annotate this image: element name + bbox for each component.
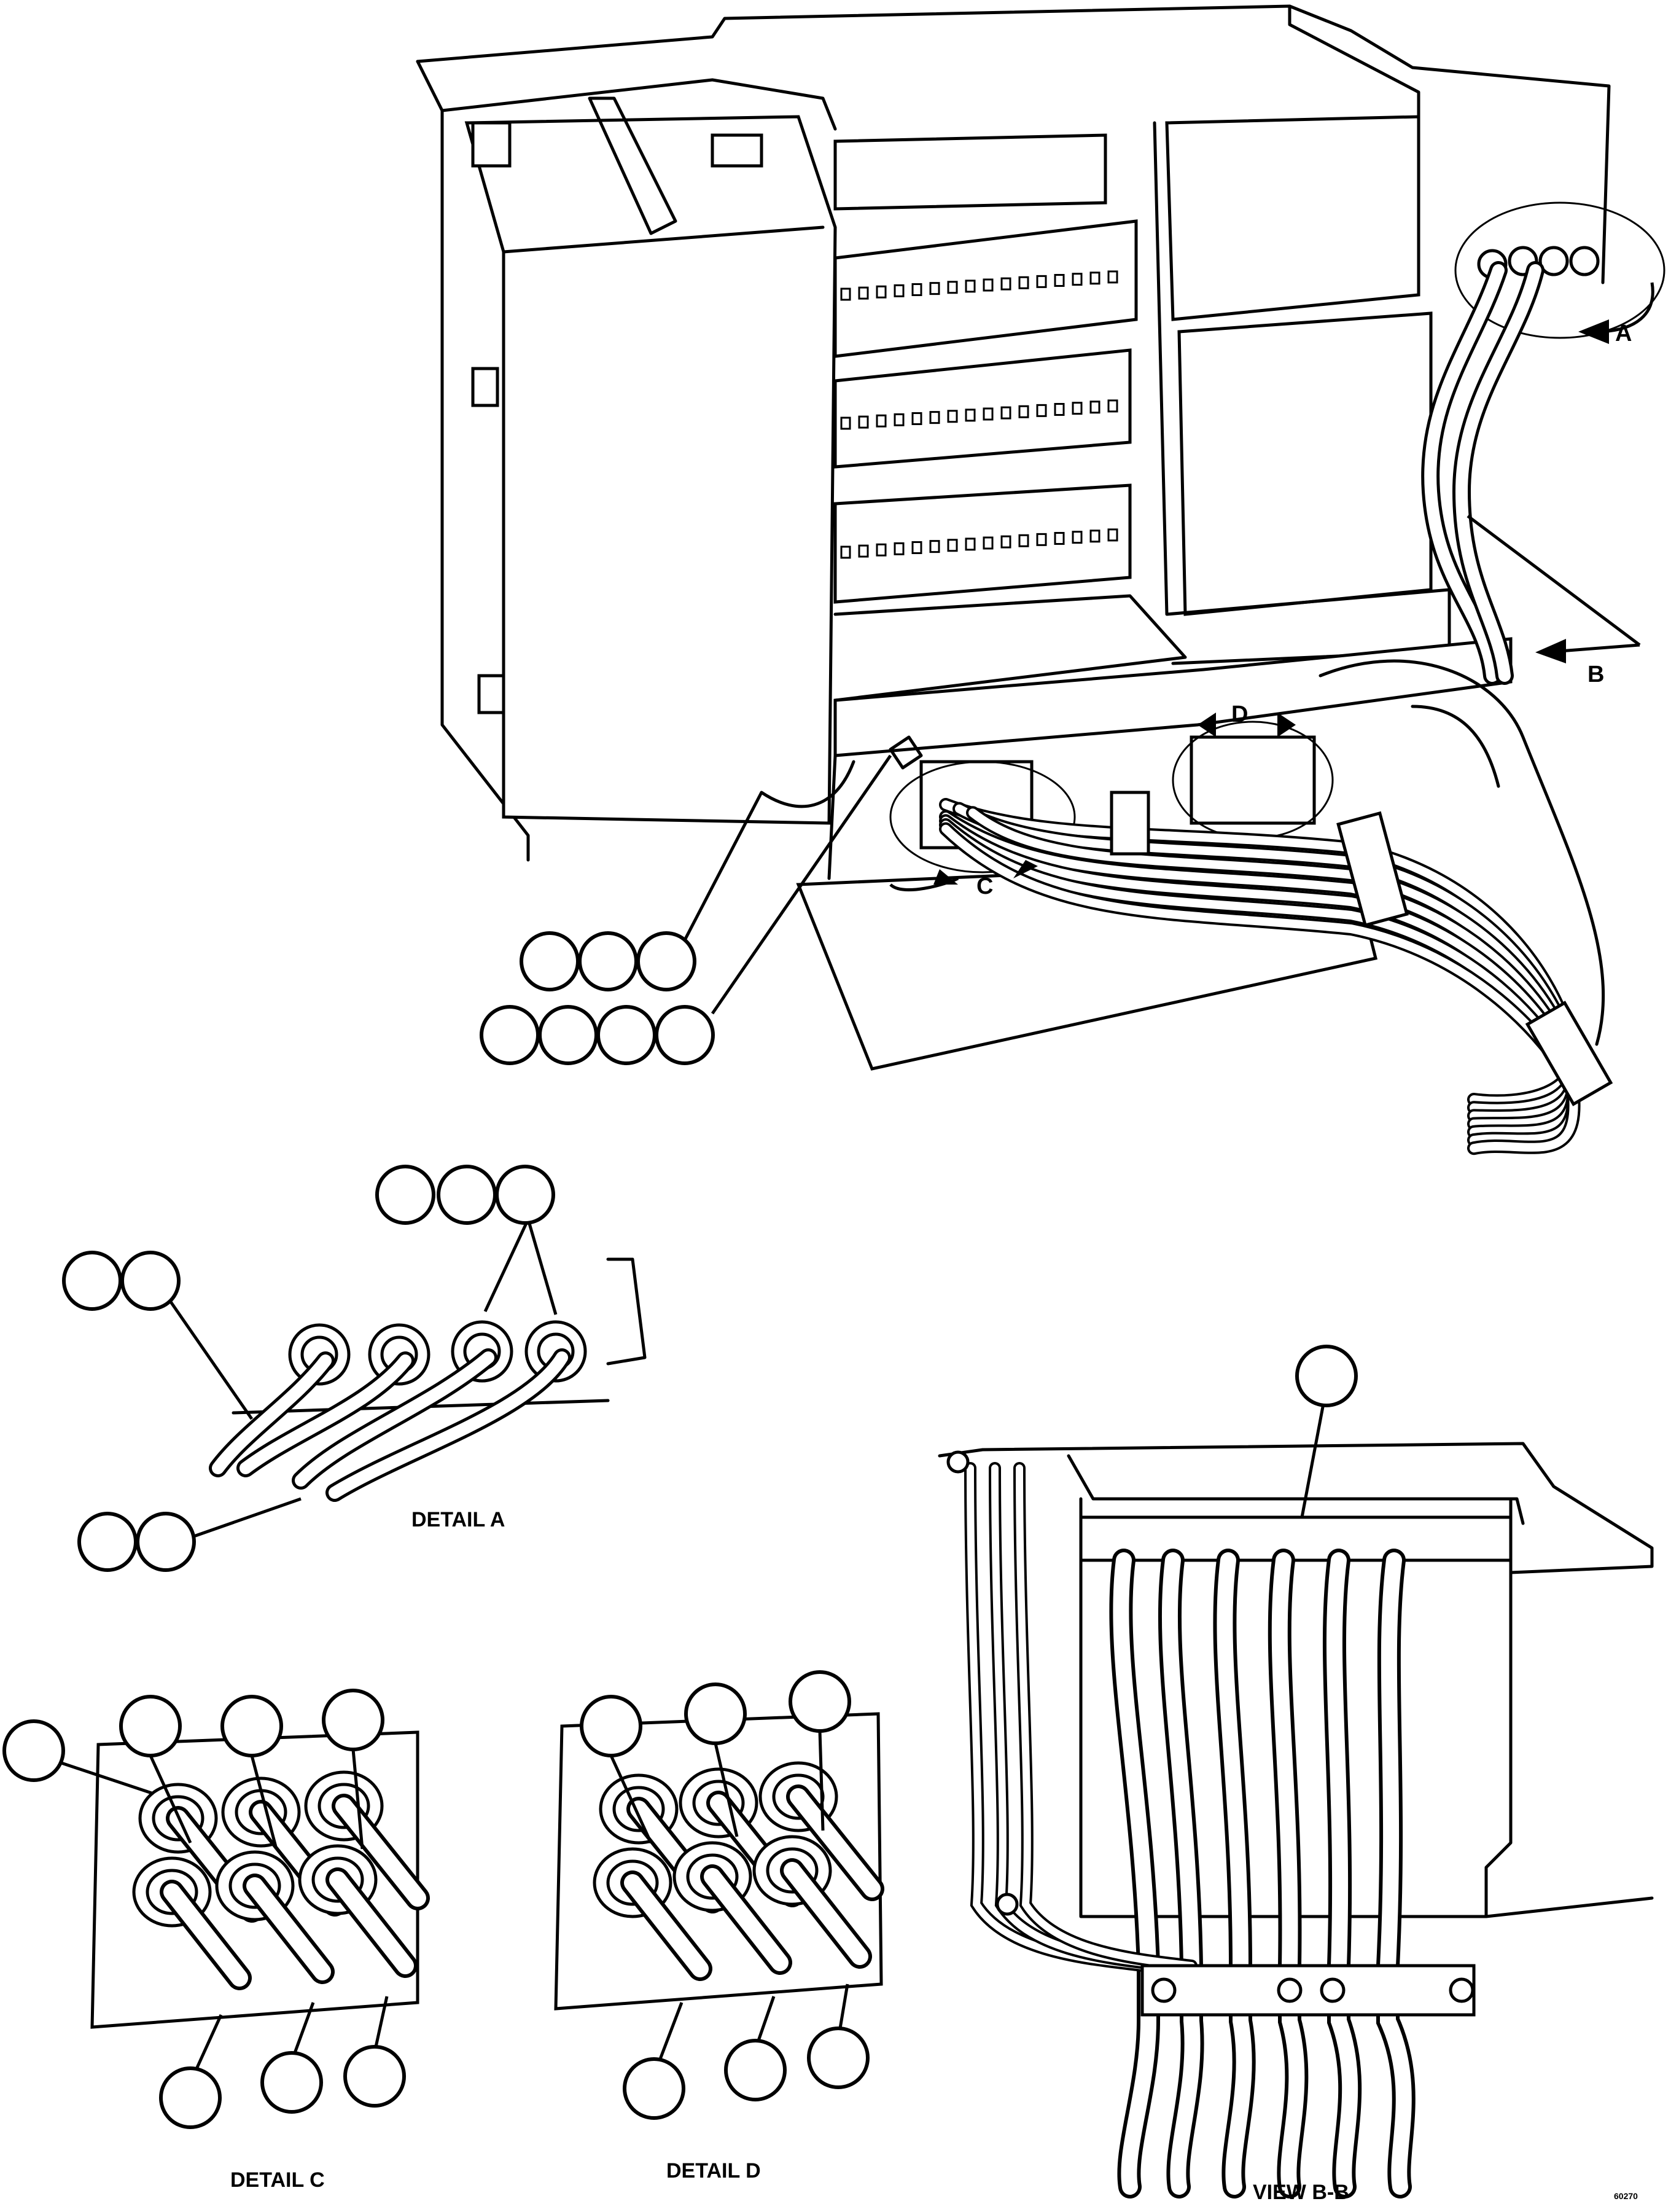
main-cable-bundle [939, 798, 1581, 1155]
enclosure-top-edge [416, 4, 1611, 284]
viewbb-clamp-bar-bottom [1140, 1964, 1476, 2017]
detail-a-circle [1454, 201, 1665, 339]
detail-d-caption: DETAIL D [666, 2159, 761, 2183]
detail-d-glands [593, 1761, 884, 1981]
view-b-b: VIEW B-B 60270 [938, 1345, 1654, 2204]
callout-leader-lower [711, 754, 892, 1015]
detail-a-callouts-left [62, 1251, 181, 1311]
viewbb-bolts [946, 1450, 1474, 2003]
enclosure-left-edge [416, 60, 530, 862]
breaker-rack [833, 133, 1187, 702]
detail-c: DETAIL C [2, 1689, 430, 2192]
detail-a-callouts-bottom [77, 1512, 196, 1572]
duct-outer [1319, 659, 1605, 1046]
view-b-marker: B [1587, 662, 1604, 687]
viewbb-top-frame [938, 1442, 1654, 1574]
ground-lug [889, 735, 923, 770]
roof-right [1288, 4, 1420, 119]
view-arrows [889, 282, 1654, 892]
gland-plate-d [1190, 735, 1316, 825]
detail-c-circle [889, 760, 1076, 873]
rack-slots [840, 270, 1118, 559]
lift-eye-center [711, 133, 763, 168]
duct-inner [1411, 705, 1500, 788]
base-corner [827, 754, 837, 880]
view-c-marker: C [976, 873, 993, 899]
viewbb-clamp-bar-top [1079, 1515, 1513, 1562]
door-top-edge [502, 225, 825, 254]
callout-group-lower [480, 1005, 715, 1065]
enclosure-top-front [440, 78, 837, 131]
viewbb-right-frame [1484, 1571, 1654, 1918]
viewbb-top-inner [1067, 1454, 1525, 1525]
cable-clamp-3 [1525, 1001, 1613, 1106]
viewbb-callout [1295, 1345, 1358, 1407]
detail-a-bracket [606, 1257, 647, 1366]
main-isometric-view: A B C D [416, 4, 1665, 1155]
view-bb-caption: VIEW B-B [1253, 2181, 1349, 2204]
detail-a-leader-top-2 [526, 1219, 558, 1315]
detail-d-callouts [580, 1670, 870, 2120]
base-strip [833, 637, 1513, 757]
lift-bar [588, 96, 677, 235]
left-door-panel [464, 115, 837, 825]
callout-leader-upper [680, 791, 763, 947]
rack-row-2 [833, 348, 1132, 469]
cable-clamp-1 [1110, 791, 1150, 856]
view-d-marker: D [1231, 702, 1248, 727]
door-hinge-lower [477, 674, 505, 714]
detail-a: DETAIL A [62, 1165, 647, 1572]
detail-d: DETAIL D [554, 1670, 884, 2183]
detail-c-caption: DETAIL C [230, 2168, 325, 2192]
figure-number: 60270 [1614, 2191, 1638, 2201]
detail-a-caption: DETAIL A [411, 1508, 505, 1531]
viewbb-cables [964, 1462, 1416, 2198]
detail-a-leader-bottom [177, 1497, 302, 1544]
cable-clamp-2 [1336, 811, 1409, 928]
callout-group-upper [520, 931, 696, 991]
rack-top-panel [833, 133, 1107, 211]
view-a-marker: A [1615, 321, 1632, 346]
detail-a-leader-top-1 [483, 1218, 530, 1313]
lift-eye-left [471, 121, 512, 168]
door-hinge-upper [471, 367, 499, 407]
detail-a-callouts-top [375, 1165, 555, 1225]
detail-a-leader-left [167, 1298, 254, 1420]
rack-row-3 [833, 483, 1132, 604]
right-lower-panel [1177, 311, 1433, 616]
ground-wire [760, 760, 855, 808]
right-upper-panel [1165, 115, 1420, 321]
rack-bottom-ledge [833, 594, 1187, 702]
